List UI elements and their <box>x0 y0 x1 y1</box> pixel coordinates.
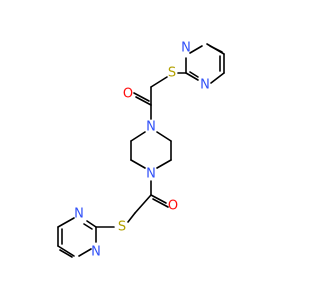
bond <box>130 159 146 169</box>
oxygen-label: O <box>168 199 178 214</box>
bond <box>133 92 150 102</box>
bond <box>150 194 167 204</box>
oxygen-label: O <box>123 87 133 102</box>
bond <box>152 198 169 208</box>
atom-label-layer: N N S O N N O S N N <box>74 41 210 260</box>
bond <box>156 159 172 169</box>
bond <box>59 249 73 258</box>
bond <box>185 72 199 81</box>
nitrogen-label: N <box>146 167 156 182</box>
nitrogen-label: N <box>91 245 101 260</box>
bond <box>57 217 75 228</box>
bond-layer <box>57 43 225 258</box>
bond <box>57 245 75 257</box>
sulfur-label: S <box>168 66 176 81</box>
sulfur-label: S <box>118 220 126 235</box>
bond <box>86 220 97 228</box>
nitrogen-label: N <box>200 78 210 93</box>
nitrogen-label: N <box>146 120 156 135</box>
bond <box>209 45 223 53</box>
bond <box>156 131 172 142</box>
bond <box>189 71 199 78</box>
bond <box>189 45 203 54</box>
bond <box>83 223 93 230</box>
molecule-structure: N N S O N N O S N N <box>57 41 225 260</box>
bond <box>150 76 168 88</box>
nitrogen-label: N <box>181 41 191 56</box>
bond <box>127 212 136 223</box>
bond <box>130 131 146 142</box>
bond <box>78 248 92 257</box>
bond <box>135 96 152 106</box>
bond <box>210 72 225 84</box>
bond <box>134 194 152 214</box>
nitrogen-label: N <box>74 207 84 222</box>
